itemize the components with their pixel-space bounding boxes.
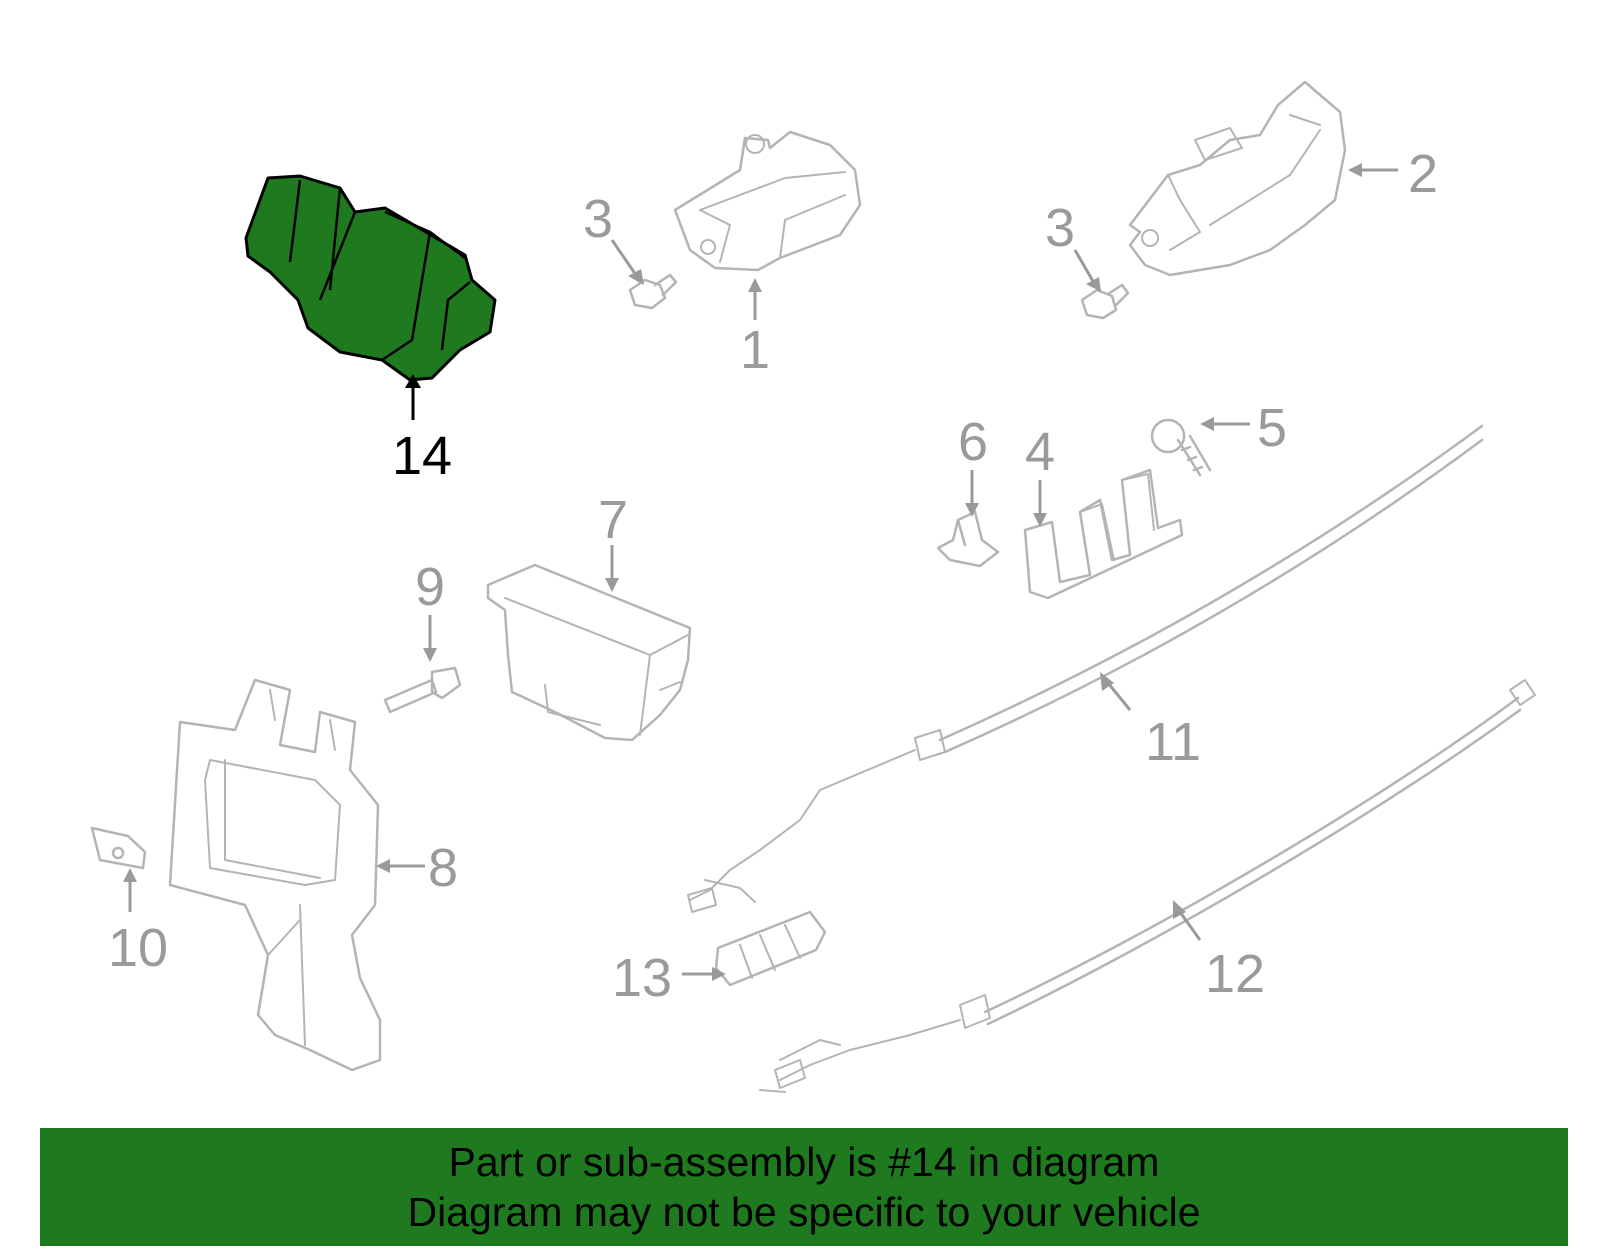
- callout-11: 11: [1145, 712, 1201, 772]
- callout-6: 6: [958, 412, 988, 472]
- part-7-module[interactable]: [486, 563, 692, 742]
- part-3-bolt-left[interactable]: [628, 273, 678, 310]
- part-10-clip[interactable]: [90, 826, 147, 870]
- arrow-3a: [628, 269, 644, 285]
- callout-10: 10: [108, 918, 168, 978]
- arrow-14: [405, 374, 421, 388]
- callout-7: 7: [598, 490, 628, 550]
- part-9-bolt[interactable]: [383, 666, 462, 714]
- arrow-3b: [1086, 277, 1101, 292]
- leader-11: [1106, 682, 1132, 711]
- arrow-1: [748, 278, 762, 292]
- callout-2: 2: [1408, 144, 1438, 204]
- arrow-4: [1033, 513, 1047, 527]
- part-3-bolt-right[interactable]: [1080, 283, 1130, 320]
- part-2-latch[interactable]: [1128, 80, 1347, 277]
- part-1-actuator[interactable]: [673, 130, 862, 272]
- leader-12: [1178, 911, 1202, 941]
- part-8-bracket[interactable]: [168, 678, 382, 1072]
- arrow-11: [1100, 672, 1114, 691]
- part-6-clip[interactable]: [936, 510, 1000, 568]
- info-banner: Part or sub-assembly is #14 in diagram D…: [40, 1128, 1568, 1246]
- callout-13: 13: [612, 948, 672, 1008]
- banner-line-1: Part or sub-assembly is #14 in diagram: [448, 1139, 1160, 1185]
- arrow-5: [1200, 417, 1214, 431]
- arrow-6: [965, 503, 979, 517]
- callout-4: 4: [1025, 422, 1055, 482]
- callout-14: 14: [392, 426, 452, 486]
- part-12-cable[interactable]: [759, 679, 1536, 1093]
- arrow-2: [1348, 163, 1362, 177]
- banner-line-2: Diagram may not be specific to your vehi…: [407, 1189, 1201, 1235]
- callout-3a: 3: [583, 189, 613, 249]
- arrow-10: [123, 868, 137, 882]
- leader-3b: [1073, 249, 1096, 284]
- arrow-13: [712, 967, 726, 981]
- arrow-7: [605, 578, 619, 592]
- part-4-retainer[interactable]: [1023, 468, 1184, 600]
- callout-12: 12: [1205, 944, 1265, 1004]
- callout-1: 1: [740, 320, 770, 380]
- part-14-module[interactable]: [244, 174, 497, 382]
- arrow-9: [423, 648, 437, 662]
- part-11-cable[interactable]: [687, 424, 1484, 913]
- arrow-8: [376, 859, 390, 873]
- callout-5: 5: [1257, 398, 1287, 458]
- part-13-connector[interactable]: [714, 910, 827, 987]
- callout-3b: 3: [1045, 198, 1075, 258]
- callout-8: 8: [428, 838, 458, 898]
- leader-3a: [610, 239, 638, 276]
- callout-9: 9: [415, 557, 445, 617]
- arrow-12: [1173, 900, 1186, 919]
- part-5-screw[interactable]: [1150, 418, 1212, 477]
